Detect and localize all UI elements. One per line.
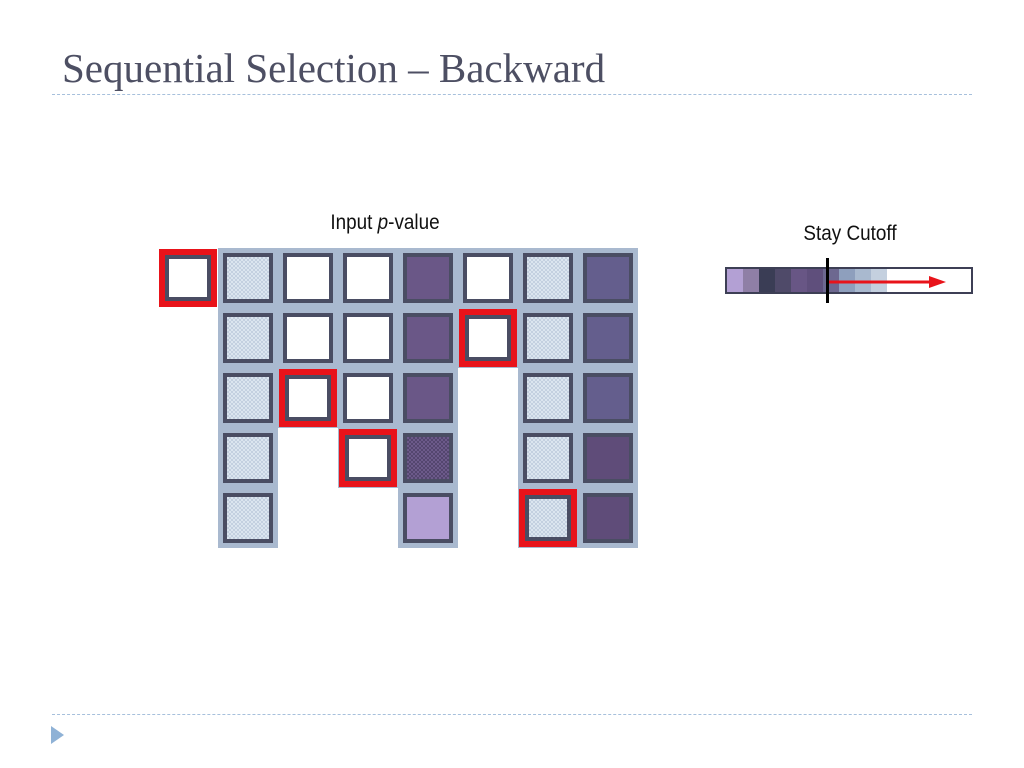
cutoff-scale-segment [807, 269, 823, 292]
pvalue-cell [523, 433, 573, 483]
pvalue-cell [283, 313, 333, 363]
selected-pvalue-cell [519, 489, 577, 547]
footer-divider [52, 714, 972, 715]
cutoff-scale-segment [775, 269, 791, 292]
pvalue-cell [403, 433, 453, 483]
pvalue-cell [343, 373, 393, 423]
pvalue-cell [223, 433, 273, 483]
pvalue-cell [583, 313, 633, 363]
pvalue-cell [223, 253, 273, 303]
nav-triangle-icon [51, 726, 64, 744]
pvalue-cell [403, 253, 453, 303]
pvalue-cell [223, 493, 273, 543]
pvalue-cell [583, 433, 633, 483]
selected-pvalue-cell [279, 369, 337, 427]
grid-caption-suffix: -value [388, 211, 440, 234]
pvalue-cell [343, 313, 393, 363]
pvalue-cell [343, 253, 393, 303]
pvalue-cell [583, 253, 633, 303]
cutoff-caption: Stay Cutoff [803, 222, 897, 245]
grid-caption: Input p-value [309, 211, 462, 235]
pvalue-cell [283, 253, 333, 303]
cutoff-marker [826, 258, 829, 303]
selected-pvalue-cell [339, 429, 397, 487]
pvalue-cell [223, 313, 273, 363]
pvalue-cell [583, 373, 633, 423]
selected-pvalue-cell [459, 309, 517, 367]
pvalue-cell [223, 373, 273, 423]
selected-pvalue-cell [159, 249, 217, 307]
cutoff-scale-segment [759, 269, 775, 292]
pvalue-cell [403, 313, 453, 363]
slide-title: Sequential Selection – Backward [62, 45, 606, 91]
cutoff-arrow-head [929, 276, 946, 288]
pvalue-cell [403, 373, 453, 423]
pvalue-cell [403, 493, 453, 543]
grid-caption-prefix: Input [330, 211, 378, 234]
pvalue-cell [583, 493, 633, 543]
cutoff-arrow-icon [829, 276, 946, 288]
title-divider [52, 94, 972, 95]
cutoff-scale-segment [791, 269, 807, 292]
grid-caption-italic: p [377, 211, 389, 234]
cutoff-scale-segment [743, 269, 759, 292]
pvalue-cell [523, 373, 573, 423]
pvalue-cell [523, 253, 573, 303]
cutoff-scale-segment [727, 269, 743, 292]
pvalue-cell [523, 313, 573, 363]
pvalue-cell [463, 253, 513, 303]
